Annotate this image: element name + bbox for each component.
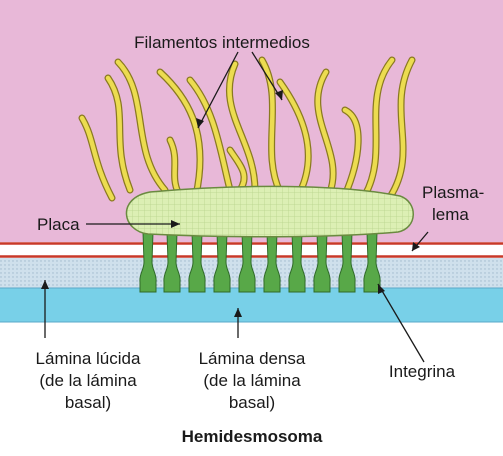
label-plasmalema-line2: lema: [432, 205, 469, 224]
label-lamina-lucida-line3: basal): [65, 393, 111, 412]
plaque: [126, 186, 413, 236]
label-lamina-densa-line1: Lámina densa: [199, 349, 306, 368]
label-lamina-lucida-line2: (de la lámina: [39, 371, 137, 390]
lamina-densa: [0, 288, 503, 322]
label-plasmalema-line1: Plasma-: [422, 183, 484, 202]
label-lamina-densa-line2: (de la lámina: [203, 371, 301, 390]
label-placa: Placa: [37, 215, 80, 234]
label-filamentos-intermedios: Filamentos intermedios: [134, 33, 310, 52]
label-lamina-densa-line3: basal): [229, 393, 275, 412]
diagram-title: Hemidesmosoma: [182, 427, 323, 446]
label-lamina-lucida-line1: Lámina lúcida: [36, 349, 141, 368]
label-integrina: Integrina: [389, 362, 456, 381]
